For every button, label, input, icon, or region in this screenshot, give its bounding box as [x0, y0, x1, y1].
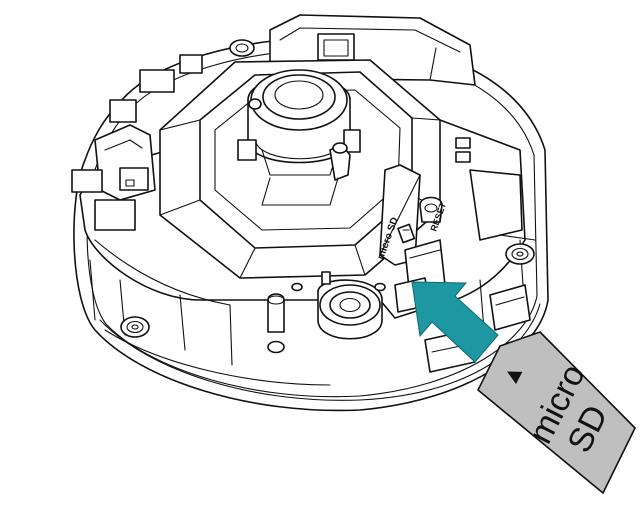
left-brackets	[71, 124, 156, 231]
insert-direction-arrow	[411, 281, 499, 363]
sd-card-body	[477, 331, 636, 494]
lens	[237, 69, 361, 206]
right-screw	[499, 234, 536, 265]
micro-sd-card: ▲ micro SD	[477, 331, 636, 494]
left-screw	[120, 316, 150, 338]
top-screws	[109, 39, 255, 123]
cable-grommet	[317, 271, 383, 340]
sd-card-icon	[397, 223, 416, 244]
